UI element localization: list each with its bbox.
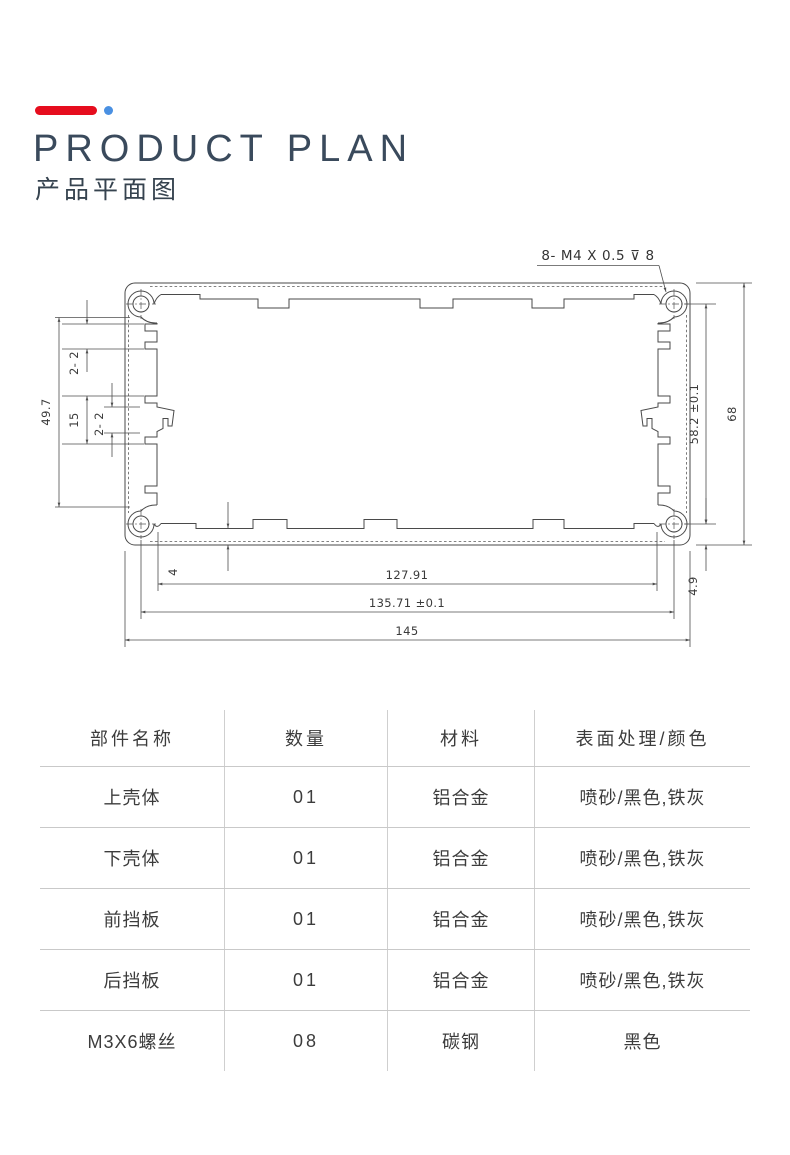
- cell-part-name: M3X6螺丝: [40, 1011, 225, 1071]
- enclosure-inner-profile: [144, 294, 671, 529]
- table-row: M3X6螺丝 08 碳钢 黑色: [40, 1011, 750, 1071]
- table-row: 后挡板 01 铝合金 喷砂/黑色,铁灰: [40, 950, 750, 1011]
- column-header-finish: 表面处理/颜色: [575, 729, 710, 749]
- screw-hole-top-left: [126, 289, 162, 324]
- table-row: 前挡板 01 铝合金 喷砂/黑色,铁灰: [40, 889, 750, 950]
- column-header-part-name: 部件名称: [40, 710, 225, 766]
- screw-hole-bottom-left: [126, 504, 162, 539]
- cell-material: 铝合金: [388, 828, 535, 888]
- dim-right-holes: 58.2 ±0.1: [687, 384, 701, 445]
- thread-callout: 8- M4 X 0.5 ⊽ 8: [537, 248, 667, 293]
- dim-left-slots-top: 2- 2: [67, 351, 81, 375]
- cell-quantity: 01: [225, 828, 388, 888]
- cell-quantity: 01: [225, 950, 388, 1010]
- cell-finish: 黑色: [623, 1032, 662, 1052]
- cell-finish: 喷砂/黑色,铁灰: [579, 910, 706, 930]
- cell-part-name: 后挡板: [40, 950, 225, 1010]
- cell-part-name: 下壳体: [40, 828, 225, 888]
- dimensions-right: 58.2 ±0.1 68 4.9: [684, 282, 752, 596]
- table-row: 下壳体 01 铝合金 喷砂/黑色,铁灰: [40, 828, 750, 889]
- screw-hole-top-right: [653, 289, 689, 324]
- cell-finish: 喷砂/黑色,铁灰: [579, 971, 706, 991]
- screw-hole-bottom-right: [653, 504, 689, 539]
- dim-bottom-inner: 127.91: [386, 568, 429, 582]
- thread-callout-label: 8- M4 X 0.5 ⊽ 8: [541, 248, 654, 264]
- dim-left-span: 15: [67, 412, 81, 427]
- cell-quantity: 01: [225, 889, 388, 949]
- cell-material: 铝合金: [388, 889, 535, 949]
- accent-bar: [35, 106, 97, 115]
- cell-finish: 喷砂/黑色,铁灰: [579, 788, 706, 808]
- dim-right-overall: 68: [725, 406, 739, 421]
- cell-part-name: 前挡板: [40, 889, 225, 949]
- page-title: PRODUCT PLAN: [33, 128, 415, 170]
- cell-material: 铝合金: [388, 767, 535, 827]
- cell-material: 铝合金: [388, 950, 535, 1010]
- dim-bottom-holes: 135.71 ±0.1: [369, 596, 445, 610]
- cell-part-name: 上壳体: [40, 767, 225, 827]
- cell-quantity: 01: [225, 767, 388, 827]
- parts-table: 部件名称 数量 材料 表面处理/颜色 上壳体 01 铝合金 喷砂/黑色,铁灰 下…: [40, 710, 750, 1071]
- column-header-material: 材料: [388, 710, 535, 766]
- enclosure-outer-profile: [124, 282, 691, 546]
- dimensions-bottom: 127.91 135.71 ±0.1 145 4: [124, 502, 691, 647]
- table-header-row: 部件名称 数量 材料 表面处理/颜色: [40, 710, 750, 767]
- table-row: 上壳体 01 铝合金 喷砂/黑色,铁灰: [40, 767, 750, 828]
- cell-finish: 喷砂/黑色,铁灰: [579, 849, 706, 869]
- dim-bottom-wall: 4: [166, 568, 180, 576]
- technical-drawing: 49.7 2- 2 15 2- 2 58.2 ±0.1 68 4.9 127.9…: [39, 248, 752, 647]
- page-subtitle: 产品平面图: [35, 176, 181, 204]
- dim-right-offset: 4.9: [686, 576, 700, 596]
- column-header-quantity: 数量: [225, 710, 388, 766]
- dimensions-left: 49.7 2- 2 15 2- 2: [39, 300, 144, 508]
- dim-left-outer: 49.7: [39, 398, 53, 425]
- cell-quantity: 08: [225, 1011, 388, 1071]
- dim-left-slots-mid: 2- 2: [92, 412, 106, 436]
- accent-dot: [104, 106, 113, 115]
- cell-material: 碳钢: [388, 1011, 535, 1071]
- dim-bottom-overall: 145: [395, 624, 418, 638]
